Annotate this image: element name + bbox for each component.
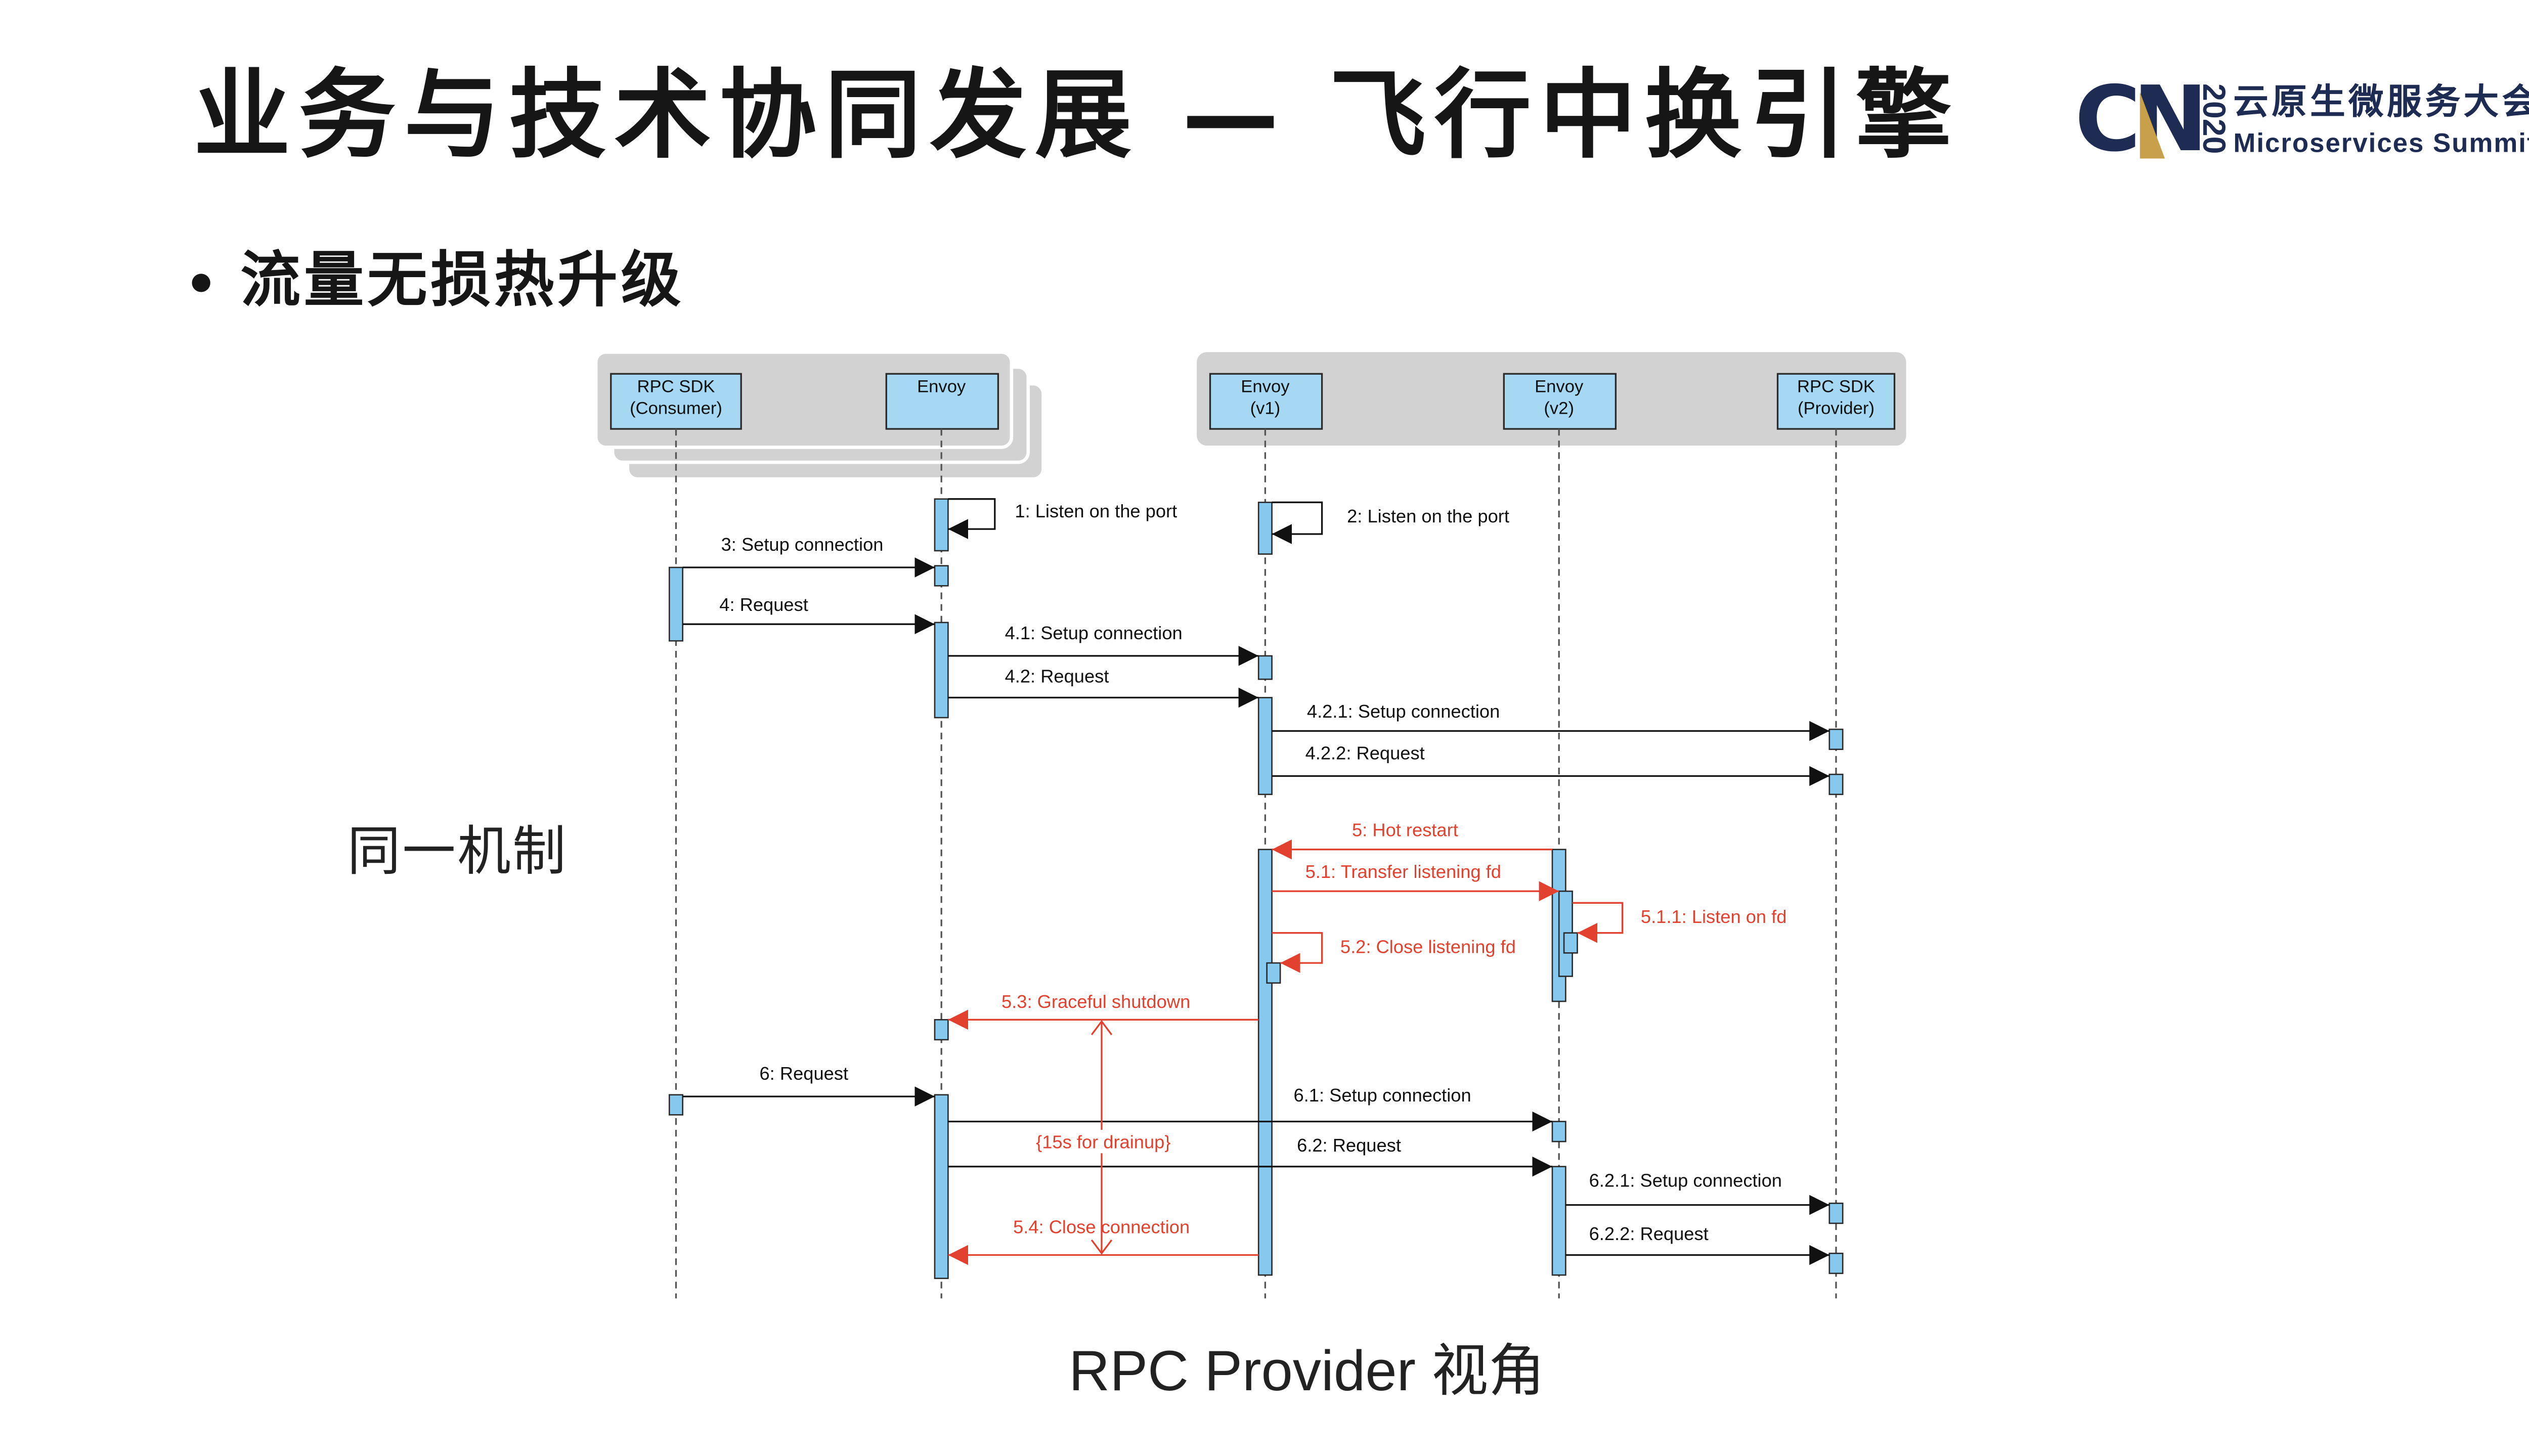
message-label: 4.1: Setup connection	[1005, 623, 1183, 643]
participant-box-envoy-v1	[1209, 373, 1323, 430]
participant-qualifier: (Consumer)	[630, 399, 722, 418]
activation-bar	[1828, 728, 1844, 751]
message-label: 4.2: Request	[1005, 666, 1109, 687]
activation-bar	[1828, 1202, 1844, 1224]
message-label: 6.2.1: Setup connection	[1589, 1170, 1782, 1190]
logo-name-en: Microservices Summit	[2233, 130, 2529, 159]
message-label: 6.2: Request	[1297, 1135, 1401, 1156]
participant-qualifier: (Provider)	[1798, 399, 1874, 418]
message-label: 6: Request	[760, 1063, 849, 1084]
participant-name: RPC SDK	[637, 377, 715, 396]
activation-bar	[934, 565, 949, 587]
activation-bar	[1257, 655, 1273, 680]
diagram-caption: RPC Provider 视角	[1069, 1340, 1545, 1404]
drainup-arrow-up-icon	[1091, 1020, 1113, 1035]
message-label: 5.3: Graceful shutdown	[1001, 991, 1190, 1012]
activation-bar	[1551, 1166, 1566, 1276]
message-arrow-2	[1272, 501, 1323, 544]
participant-box-envoy-v2	[1503, 373, 1617, 430]
activation-bar-nested	[1563, 932, 1578, 954]
participant-name: Envoy	[1535, 377, 1584, 396]
message-label: 4.2.1: Setup connection	[1307, 701, 1500, 722]
message-arrow-5-2	[1272, 932, 1323, 973]
participant-qualifier: (v2)	[1544, 399, 1574, 418]
activation-bar	[1828, 773, 1844, 796]
message-label: 1: Listen on the port	[1015, 501, 1177, 521]
summit-logo: CN 2020 云原生微服务大会 Microservices Summit	[2075, 73, 2529, 167]
message-label: 3: Setup connection	[721, 534, 884, 555]
message-label: 5: Hot restart	[1352, 819, 1458, 840]
activation-bar	[1551, 1121, 1566, 1142]
activation-bar	[934, 1094, 949, 1279]
drainup-arrow-down-icon	[1091, 1239, 1113, 1255]
drainup-annotation: {15s for drainup}	[1036, 1131, 1170, 1152]
slide-title: 业务与技术协同发展 — 飞行中换引擎	[193, 58, 1960, 172]
message-arrow-5-1-1	[1572, 902, 1624, 943]
logo-year: 2020	[2195, 83, 2230, 154]
bullet-dot-icon	[192, 274, 210, 292]
message-label: 4.2.2: Request	[1305, 743, 1425, 764]
message-label: 5.2: Close listening fd	[1340, 936, 1516, 957]
participant-name: Envoy	[917, 377, 966, 396]
activation-bar	[934, 622, 949, 719]
activation-bar	[934, 498, 949, 552]
participant-qualifier: (v1)	[1250, 399, 1281, 418]
activation-bar	[934, 1019, 949, 1041]
activation-bar	[1257, 697, 1273, 796]
activation-bar	[668, 566, 684, 642]
bullet-heading: 流量无损热升级	[240, 247, 685, 316]
drainup-label-bg	[1028, 1130, 1179, 1154]
message-label: 2: Listen on the port	[1347, 506, 1509, 526]
message-label: 5.1: Transfer listening fd	[1305, 861, 1501, 882]
activation-bar	[668, 1094, 684, 1116]
participant-box-provider-sdk	[1776, 373, 1896, 430]
activation-bar	[1257, 501, 1273, 555]
message-label: 5.1.1: Listen on fd	[1641, 906, 1787, 927]
activation-bar	[1828, 1252, 1844, 1274]
message-label: 6.2.2: Request	[1589, 1223, 1709, 1244]
participant-box-envoy	[885, 373, 999, 430]
message-label: 4: Request	[719, 594, 808, 615]
activation-bar	[1257, 849, 1273, 1276]
message-label: 5.4: Close connection	[1013, 1217, 1190, 1238]
activation-bar-nested	[1266, 962, 1281, 984]
participant-name: Envoy	[1241, 377, 1290, 396]
participant-box-consumer-sdk	[610, 373, 742, 430]
side-label: 同一机制	[347, 819, 568, 883]
participant-name: RPC SDK	[1797, 377, 1875, 396]
message-arrow-1	[948, 498, 996, 539]
logo-name-cn: 云原生微服务大会	[2233, 81, 2529, 122]
message-label: 6.1: Setup connection	[1294, 1085, 1471, 1106]
